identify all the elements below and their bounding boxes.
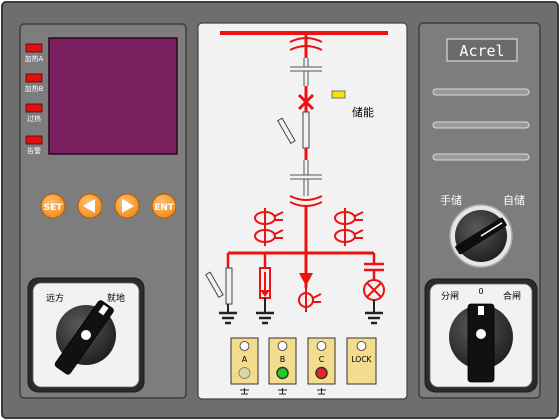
lock-indicator: LOCK — [346, 337, 377, 385]
led-alarm-label: 告警 — [27, 146, 41, 155]
phase-c-indicator: C — [307, 337, 336, 395]
vent-slot — [432, 121, 530, 129]
led-heater-a: 加热A — [25, 43, 44, 63]
left-panel: 加热A 加热B 过热 告警 SET EN — [19, 23, 187, 399]
phase-b-label: B — [280, 355, 286, 364]
phase-c-lamp — [315, 366, 328, 380]
storage-switch-handle[interactable] — [455, 217, 508, 255]
earthing-switch-icon — [205, 253, 237, 325]
set-button-label: SET — [44, 203, 64, 213]
storage-label: 储能 — [352, 105, 374, 119]
selector-knob-center — [81, 330, 91, 340]
live-indicator-icon — [363, 253, 385, 325]
led-heater-a-label: 加热A — [25, 54, 44, 63]
auto-storage-label: 自储 — [503, 193, 525, 207]
led-overheat-lamp — [25, 103, 43, 113]
close-label: 合闸 — [503, 290, 521, 302]
storage-mode-switch[interactable] — [449, 204, 513, 268]
phase-a-lamp — [238, 367, 251, 379]
led-heater-b-label: 加热B — [25, 84, 44, 93]
phase-b-indicator: B — [268, 337, 297, 395]
arrow-left-icon — [83, 199, 95, 213]
led-heater-a-lamp — [25, 43, 43, 53]
led-alarm: 告警 — [25, 135, 43, 155]
ent-button[interactable]: ENT — [151, 193, 177, 219]
selector-local-label: 就地 — [107, 292, 125, 304]
control-switch-handle[interactable] — [467, 303, 495, 383]
lcd-screen — [48, 37, 178, 155]
zero-label: 0 — [478, 287, 483, 296]
lower-plug-connector — [289, 160, 323, 207]
selector-remote-label: 远方 — [46, 292, 64, 304]
brand-logo-box — [446, 38, 518, 62]
brand-logo: Acrel — [459, 42, 504, 60]
arrow-right-icon — [122, 199, 134, 213]
led-overheat: 过热 — [25, 103, 43, 123]
remote-local-selector[interactable]: 远方 就地 — [27, 277, 145, 393]
breaker-x-icon — [297, 93, 315, 111]
open-close-switch[interactable]: 分闸 0 合闸 — [424, 278, 538, 393]
manual-storage-label: 手储 — [440, 193, 462, 207]
right-panel: Acrel 手储 自储 分闸 0 合闸 — [418, 22, 541, 399]
set-button[interactable]: SET — [40, 193, 66, 219]
left-arrow-button[interactable] — [77, 193, 103, 219]
right-arrow-button[interactable] — [114, 193, 140, 219]
open-label: 分闸 — [441, 291, 459, 302]
phase-b-lamp — [276, 366, 289, 380]
ent-button-label: ENT — [154, 203, 175, 213]
control-switch-center — [476, 329, 486, 339]
bottom-current-transformer-icon — [298, 286, 322, 312]
left-current-transformer-icon — [254, 208, 284, 246]
upper-plug-connector — [289, 37, 323, 86]
phase-c-label: C — [319, 355, 325, 364]
breaker-switch-icon — [277, 111, 310, 149]
led-overheat-label: 过热 — [27, 114, 41, 123]
led-alarm-lamp — [25, 135, 43, 145]
center-panel: 储能 — [197, 22, 408, 400]
led-heater-b: 加热B — [25, 73, 44, 93]
phase-a-label: A — [242, 355, 248, 364]
vent-slot — [432, 153, 530, 161]
phase-a-indicator: A — [230, 337, 259, 395]
led-heater-b-lamp — [25, 73, 43, 83]
vent-slot — [432, 88, 530, 96]
feeder-arrow-icon — [299, 273, 313, 286]
lock-label: LOCK — [352, 355, 373, 364]
surge-arrester-icon — [256, 253, 274, 325]
storage-led — [331, 90, 346, 99]
right-current-transformer-icon — [334, 208, 364, 246]
